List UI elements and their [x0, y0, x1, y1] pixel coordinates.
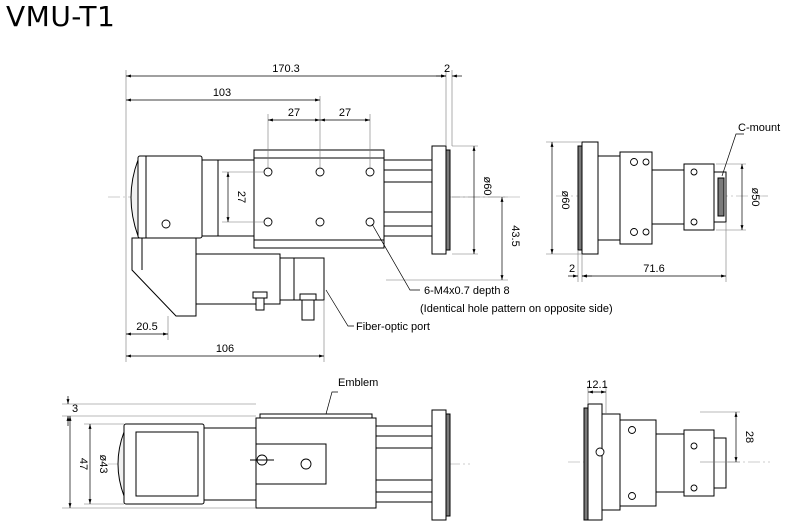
top-objective-dome — [117, 431, 125, 497]
guide-rod — [383, 159, 433, 171]
dim-top-3-label: 3 — [72, 403, 78, 415]
dim-43-5-label: 43.5 — [509, 225, 521, 246]
bottom-side-view: 12.1 28 — [568, 379, 770, 521]
side-base — [597, 155, 621, 241]
bs-c-mount-ring — [683, 429, 715, 497]
bs-flange — [587, 403, 603, 521]
emblem-label: Emblem — [338, 377, 378, 389]
dim-dia-50-label: ø50 — [749, 188, 761, 207]
fiber-leader — [325, 289, 354, 327]
objective-dome — [130, 159, 139, 237]
bs-hole — [595, 447, 605, 457]
fiber-knob-cap — [252, 291, 268, 299]
fiber-screw-cap — [299, 293, 317, 301]
top-rod — [375, 491, 433, 503]
c-mount-ring — [683, 163, 715, 231]
bs-hole — [628, 492, 636, 500]
bs-housing — [619, 419, 657, 507]
side-flange — [581, 141, 599, 255]
dim-106-label: 106 — [216, 343, 234, 355]
guide-rod — [383, 225, 433, 237]
barrel-screw — [161, 219, 171, 229]
dim-27-v-label: 27 — [235, 191, 247, 203]
mount-hole — [263, 167, 273, 177]
hole-spec-label: 6-M4x0.7 depth 8 — [424, 285, 510, 297]
side-hole — [630, 158, 638, 166]
side-hole — [630, 228, 638, 236]
top-flange-plate — [445, 413, 451, 517]
center-shaft — [383, 181, 433, 213]
mount-hole — [365, 167, 375, 177]
dim-dia-60-label: ø60 — [481, 177, 493, 196]
bs-hole — [628, 426, 636, 434]
mount-hole — [315, 167, 325, 177]
side-hole — [642, 228, 650, 236]
dim-2-label: 2 — [444, 63, 450, 75]
hole-note-label: (Identical hole pattern on opposite side… — [420, 303, 613, 315]
bs-hole — [690, 484, 698, 492]
dim-27-b-label: 27 — [339, 107, 351, 119]
dim-170-3-label: 170.3 — [272, 63, 300, 75]
top-screw — [300, 458, 312, 470]
mount-hole — [315, 217, 325, 227]
bs-flange-plate — [583, 407, 589, 521]
c-mount-label: C-mount — [738, 122, 780, 134]
c-mount-leader — [721, 133, 744, 177]
dim-103-label: 103 — [213, 87, 231, 99]
flange — [431, 145, 447, 255]
bs-thread — [713, 437, 727, 489]
side-hole — [690, 168, 698, 176]
main-block — [253, 149, 385, 249]
side-hole — [690, 218, 698, 226]
dim-20-5-label: 20.5 — [136, 321, 157, 333]
dim-27-a-label: 27 — [288, 107, 300, 119]
c-mount-face — [717, 177, 725, 217]
dim-side-2-label: 2 — [569, 263, 575, 275]
top-view: 3 47 ø43 Emblem — [62, 377, 470, 521]
fiber-elbow — [131, 237, 197, 317]
bs-adapter — [655, 433, 685, 493]
mount-hole — [263, 217, 273, 227]
emblem-leader — [325, 391, 338, 415]
dim-side-dia-60-label: ø60 — [559, 191, 571, 210]
top-fiber-block — [135, 431, 199, 497]
hole-leader — [371, 223, 420, 291]
top-shaft — [375, 447, 433, 481]
dim-28-label: 28 — [743, 431, 755, 443]
dim-top-dia-43-label: ø43 — [97, 455, 109, 474]
top-rod — [375, 425, 433, 437]
fiber-port-label: Fiber-optic port — [356, 321, 430, 333]
top-collar — [203, 427, 257, 501]
side-flange-plate — [577, 145, 583, 251]
emblem-plate — [259, 413, 373, 419]
fiber-screw — [301, 299, 315, 321]
flange-plate — [445, 149, 451, 251]
side-view: ø60 ø50 2 71.6 C-mount — [546, 122, 780, 282]
side-hole — [642, 158, 650, 166]
dim-71-6-label: 71.6 — [643, 263, 664, 275]
dim-top-47-label: 47 — [77, 458, 89, 470]
side-adapter — [651, 169, 685, 225]
top-flange — [431, 409, 447, 521]
page-title: VMU-T1 — [6, 0, 116, 33]
top-fiber-connector — [255, 443, 327, 485]
front-view: 170.3 2 103 27 27 27 ø60 43.5 20.5 106 6… — [108, 63, 613, 362]
bs-base — [601, 413, 621, 511]
dim-12-1-label: 12.1 — [586, 379, 607, 391]
bs-hole — [690, 442, 698, 450]
